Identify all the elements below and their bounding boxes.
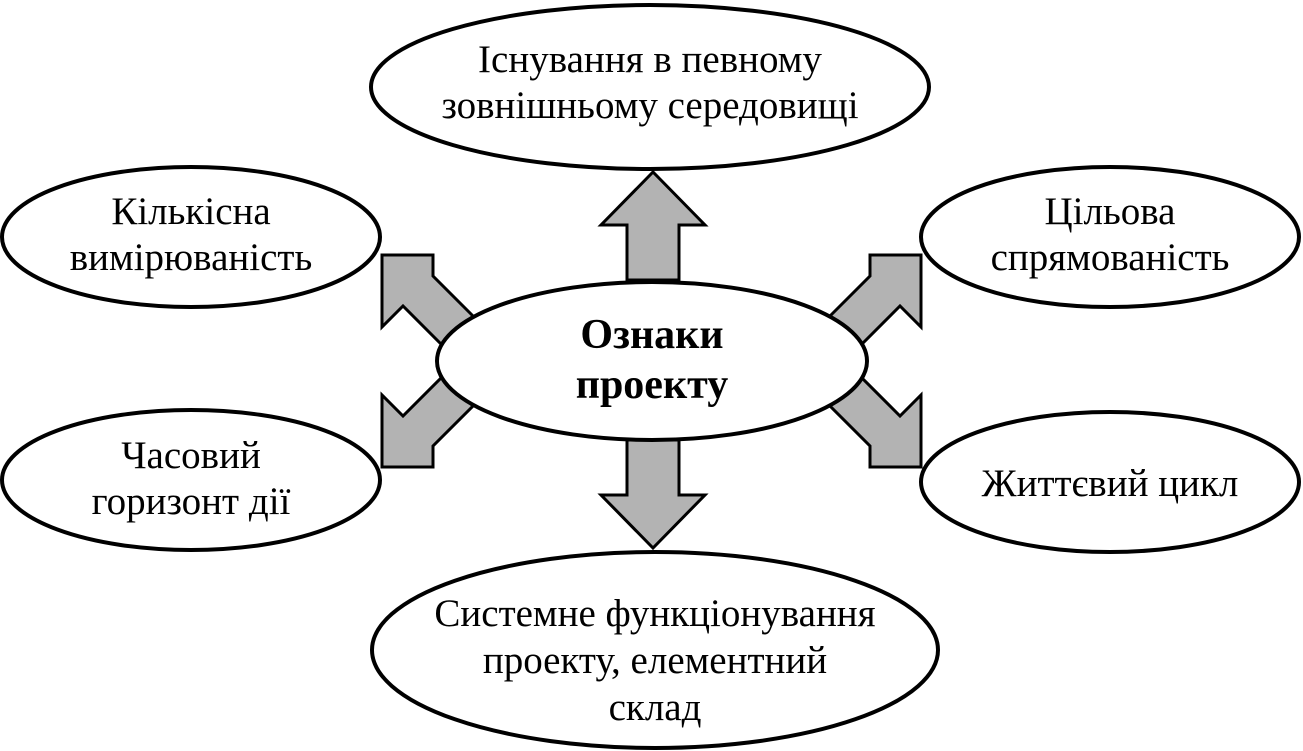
node-bottom-line-1: Системне функціонування — [434, 592, 875, 635]
arrow-up — [597, 169, 709, 282]
node-upper-right-line-2: спрямованість — [991, 236, 1230, 279]
arrow-upper-right — [827, 253, 923, 349]
arrow-down — [597, 438, 709, 551]
arrow-lower-right — [827, 373, 923, 469]
node-upper-right-line-1: Цільова — [1045, 190, 1176, 233]
node-lower-left-line-1: Часовий — [121, 434, 261, 477]
node-bottom-line-3: склад — [609, 686, 702, 729]
node-top-line-2: зовнішньому середовищі — [441, 84, 858, 127]
node-lower-left: Часовий горизонт дії — [0, 408, 382, 552]
node-upper-left: Кількісна вимірюваність — [0, 165, 382, 309]
arrow-upper-left — [380, 253, 476, 349]
node-top: Існування в певному зовнішньому середови… — [369, 3, 931, 171]
node-upper-right: Цільова спрямованість — [919, 165, 1301, 309]
center-title-line-1: Ознаки — [580, 312, 723, 358]
node-lower-left-line-2: горизонт дії — [92, 480, 291, 523]
center-title-line-2: проекту — [576, 362, 728, 408]
node-upper-left-line-1: Кількісна — [111, 190, 270, 233]
arrow-lower-left — [380, 373, 476, 469]
node-upper-left-line-2: вимірюваність — [70, 236, 313, 279]
node-center: Ознаки проекту — [435, 280, 869, 442]
node-lower-right: Життєвий цикл — [919, 410, 1301, 554]
arrows — [380, 169, 923, 551]
node-lower-right-line-1: Життєвий цикл — [982, 462, 1239, 505]
node-bottom-line-2: проекту, елементний — [483, 639, 827, 682]
node-top-line-1: Існування в певному — [478, 38, 822, 81]
node-bottom: Системне функціонування проекту, елемент… — [370, 550, 940, 750]
